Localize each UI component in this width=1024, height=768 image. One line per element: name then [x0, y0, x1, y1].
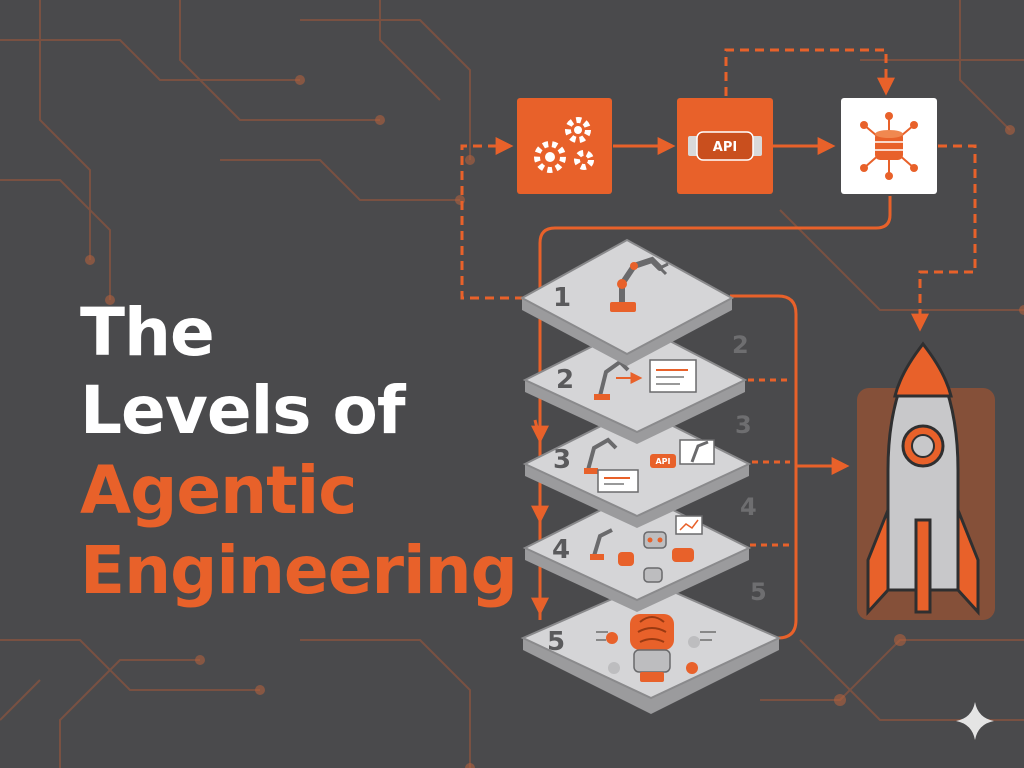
title-line-agentic: Agentic: [80, 452, 357, 529]
title-line-engineering: Engineering: [80, 532, 518, 609]
level-3-tile: 3 API: [522, 406, 752, 528]
robot-arm-to-screen-icon: [594, 359, 697, 400]
level-3-number: 3: [553, 445, 571, 475]
pipeline-database-box: [841, 98, 937, 194]
level-1-number: 1: [553, 283, 571, 313]
level-2-number: 2: [556, 365, 574, 395]
level-3-ghost-number: 3: [735, 411, 752, 439]
robot-arm-icon: [610, 256, 669, 312]
api-label: API: [713, 140, 737, 155]
level-2-ghost-number: 2: [732, 331, 749, 359]
sparkle-icon: [956, 702, 994, 740]
level-3-api-label: API: [655, 457, 670, 466]
level-4-tile: 4: [522, 490, 752, 612]
pipeline-connectors: [460, 48, 977, 640]
pipeline-gears-box: [517, 98, 612, 194]
rocket-panel: [857, 341, 995, 620]
level-5-tile: 5: [520, 580, 782, 714]
database-network-icon: [860, 112, 918, 180]
level-1-tile: 1: [519, 238, 735, 366]
level-4-number: 4: [552, 535, 570, 565]
level-5-ghost-number: 5: [750, 578, 767, 606]
robots-with-api-icon: API: [584, 437, 715, 493]
title-line-the: The: [80, 294, 215, 371]
level-4-ghost-number: 4: [740, 493, 757, 521]
gears-icon: [534, 117, 594, 173]
level-2-tile: 2: [522, 322, 748, 444]
brain-robot-icon: [596, 614, 716, 682]
pipeline-api-box: API: [677, 98, 773, 194]
rocket-icon: [866, 341, 980, 616]
level-5-number: 5: [547, 627, 565, 657]
multi-agent-robots-icon: [590, 515, 703, 583]
title-line-levels-of: Levels of: [80, 372, 406, 449]
